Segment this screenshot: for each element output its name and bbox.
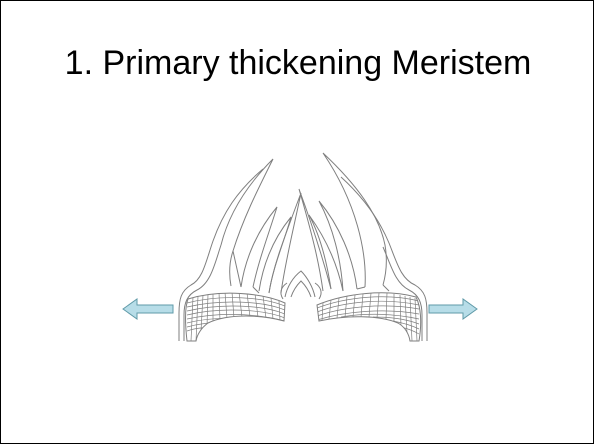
- leaf-primordia: [221, 153, 389, 299]
- meristem-left: [186, 292, 285, 341]
- right-arrow: [429, 299, 477, 319]
- left-arrow: [123, 299, 173, 319]
- meristem-right: [317, 293, 421, 341]
